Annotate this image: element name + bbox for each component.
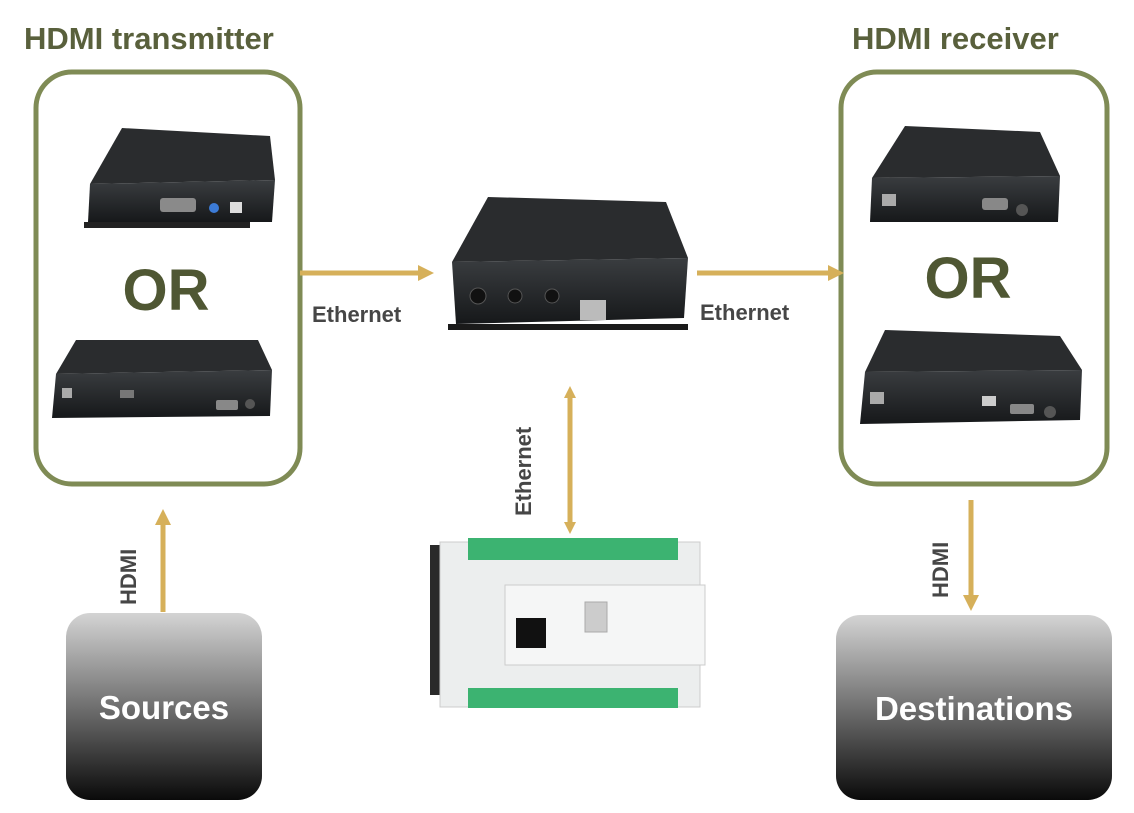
ethernet-label-right: Ethernet: [700, 300, 790, 325]
receiver-group: OR: [838, 69, 1110, 487]
transmitter-device-1: [84, 128, 275, 228]
transmitter-device-2: [52, 340, 272, 418]
ethernet-label-left: Ethernet: [312, 302, 402, 327]
receiver-or-label: OR: [925, 246, 1012, 311]
receiver-device-1: [870, 126, 1060, 222]
hdmi-label-left: HDMI: [116, 549, 141, 605]
ethernet-label-vertical: Ethernet: [511, 426, 536, 516]
teco-plc-controller: [430, 538, 706, 708]
hdmi-label-right: HDMI: [928, 542, 953, 598]
destinations-label: Destinations: [875, 690, 1073, 727]
destinations-box: [836, 615, 1112, 800]
transmitter-group: OR: [33, 69, 303, 487]
sources-box: [66, 613, 262, 800]
transmitter-or-label: OR: [123, 258, 210, 323]
transmitter-title: HDMI transmitter: [24, 21, 274, 56]
receiver-title: HDMI receiver: [852, 21, 1059, 56]
ethernet-extender-device: [448, 197, 688, 330]
receiver-device-2: [860, 330, 1082, 424]
sources-label: Sources: [99, 689, 229, 726]
